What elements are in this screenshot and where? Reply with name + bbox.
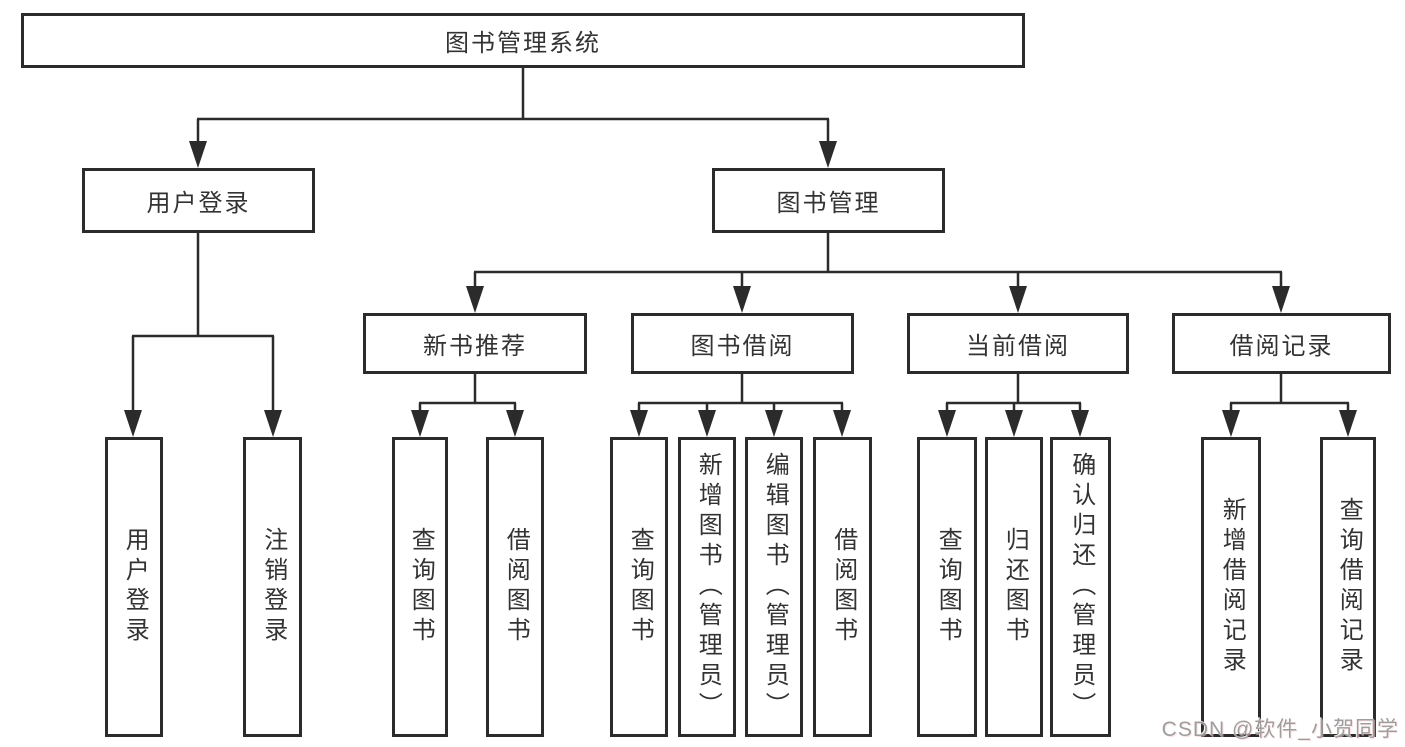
node-book-management: 图书管理	[712, 168, 945, 233]
leaf-query-books-current: 查询图书	[917, 437, 977, 737]
connector-book-management-branch	[466, 232, 1290, 313]
leaf-add-book-admin: 新增图书（管理员）	[678, 437, 736, 737]
leaf-user-login: 用户登录	[105, 437, 163, 737]
node-book-management-label: 图书管理	[776, 190, 881, 217]
node-current-borrow: 当前借阅	[907, 313, 1129, 374]
leaf-query-borrow-record-label: 查询借阅记录	[1335, 497, 1363, 677]
connector-new-book-recommend-branch	[411, 374, 524, 437]
leaf-logout-login: 注销登录	[243, 437, 302, 737]
leaf-edit-book-admin: 编辑图书（管理员）	[745, 437, 803, 737]
node-borrow-records-label: 借阅记录	[1229, 333, 1334, 360]
leaf-query-books-borrow-label: 查询图书	[626, 527, 654, 647]
leaf-query-borrow-record: 查询借阅记录	[1320, 437, 1376, 737]
leaf-add-book-admin-label: 新增图书（管理员）	[694, 452, 722, 722]
leaf-confirm-return-admin: 确认归还（管理员）	[1050, 437, 1111, 737]
connector-borrow-records-branch	[1222, 374, 1357, 437]
connector-book-borrow-branch	[630, 374, 851, 437]
node-current-borrow-label: 当前借阅	[966, 333, 1070, 360]
leaf-query-books-borrow: 查询图书	[610, 437, 668, 737]
node-root-label: 图书管理系统	[445, 30, 601, 57]
node-borrow-records: 借阅记录	[1172, 313, 1391, 374]
leaf-query-books-current-label: 查询图书	[934, 527, 962, 647]
node-book-borrow: 图书借阅	[631, 313, 854, 374]
leaf-add-borrow-record-label: 新增借阅记录	[1218, 497, 1246, 677]
node-book-borrow-label: 图书借阅	[690, 333, 795, 360]
leaf-confirm-return-admin-label: 确认归还（管理员）	[1067, 452, 1095, 722]
leaf-borrow-books-recommend-label: 借阅图书	[502, 527, 530, 647]
leaf-add-borrow-record: 新增借阅记录	[1201, 437, 1261, 737]
node-new-book-recommend-label: 新书推荐	[423, 333, 527, 360]
leaf-return-book: 归还图书	[985, 437, 1043, 737]
leaf-edit-book-admin-label: 编辑图书（管理员）	[761, 452, 789, 722]
node-new-book-recommend: 新书推荐	[363, 313, 587, 374]
leaf-borrow-books-recommend: 借阅图书	[486, 437, 544, 737]
leaf-borrow-books-borrow-label: 借阅图书	[829, 527, 857, 647]
node-root: 图书管理系统	[21, 13, 1025, 68]
node-user-login: 用户登录	[82, 168, 315, 233]
leaf-return-book-label: 归还图书	[1001, 527, 1029, 647]
connector-user-login-branch	[124, 232, 282, 437]
leaf-borrow-books-borrow: 借阅图书	[813, 437, 872, 737]
csdn-watermark: CSDN @软件_小贺同学	[1161, 718, 1399, 741]
leaf-query-books-recommend: 查询图书	[392, 437, 448, 737]
node-user-login-label: 用户登录	[146, 190, 251, 217]
connector-current-borrow-branch	[938, 374, 1089, 437]
connector-root-to-level2	[189, 68, 837, 168]
leaf-user-login-label: 用户登录	[121, 527, 149, 647]
leaf-query-books-recommend-label: 查询图书	[407, 527, 435, 647]
leaf-logout-login-label: 注销登录	[259, 527, 287, 647]
